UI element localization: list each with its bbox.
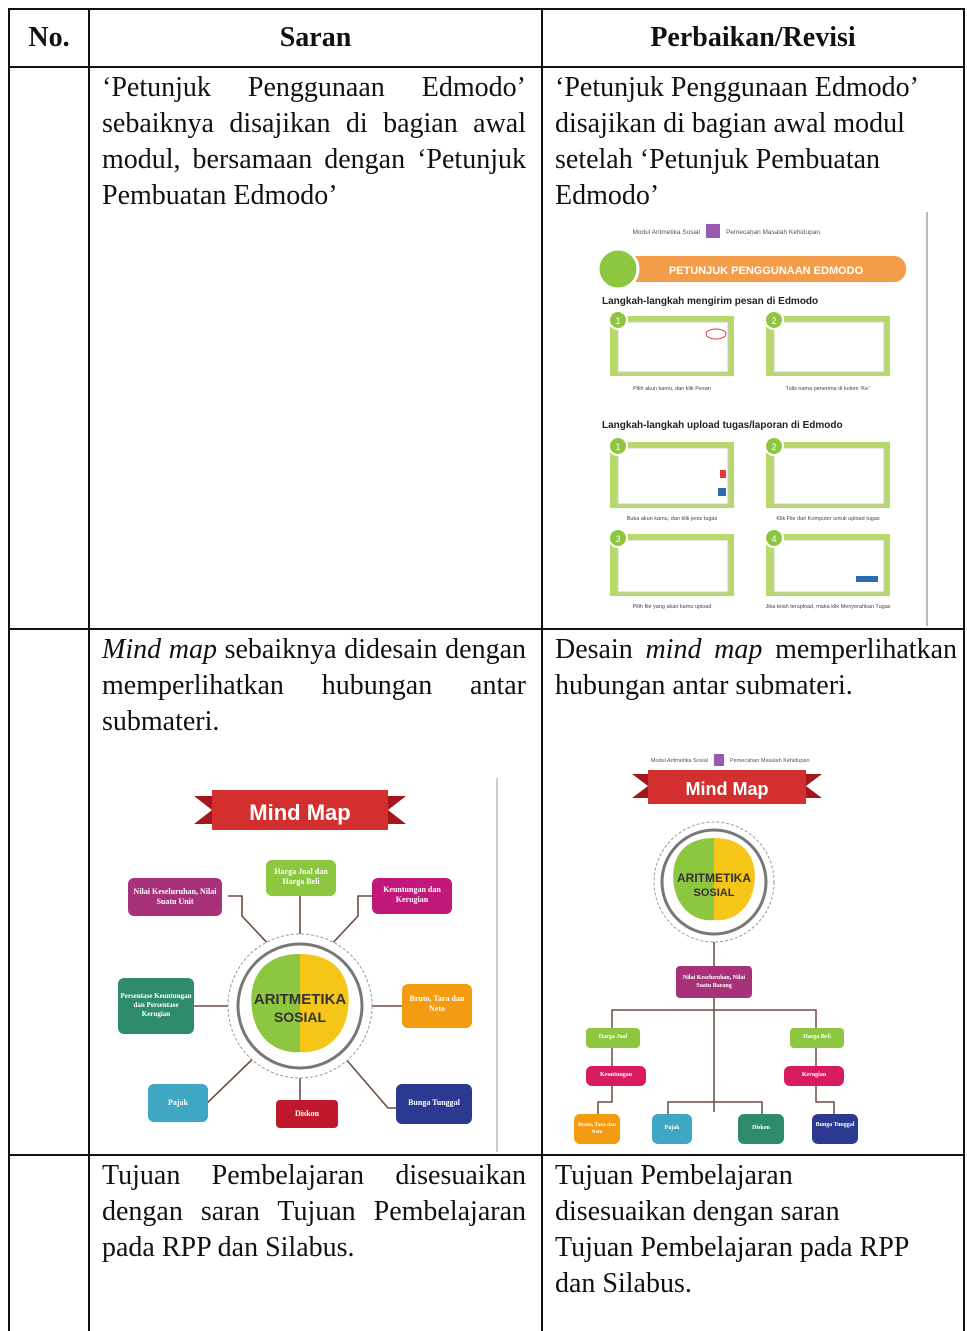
mindmap-header-left: Modul Aritmetika Sosial xyxy=(651,758,708,764)
mind-map-node: Diskon xyxy=(276,1100,338,1128)
row2-revisi-b: memperlihatkan hubungan antar submateri. xyxy=(555,634,957,701)
step-number: 1 xyxy=(615,442,620,452)
mind-map-node: Bunga Tunggal xyxy=(396,1084,472,1124)
edmodo-banner xyxy=(616,256,906,282)
row2-revisi-emphasis: mind map xyxy=(645,634,763,665)
mind-map-node: Harga Jual xyxy=(586,1028,640,1048)
mind-map-node: Persentase Keuntungan dan Persentase Ker… xyxy=(118,978,194,1034)
row3-saran: Tujuan Pembelajaran disesuaikan dengan s… xyxy=(102,1160,526,1263)
mind-map-node: Bruto, Tara dan Neto xyxy=(402,984,472,1028)
mind-map-ribbon xyxy=(212,790,388,830)
mind-map-node: Keuntungan dan Kerugian xyxy=(372,878,452,914)
step-number: 2 xyxy=(771,442,776,452)
row2-revisi: Desain mind map memperlihatkan hubungan … xyxy=(555,632,957,704)
mind-map-node: Bruto, Tara dan Neto xyxy=(574,1114,620,1144)
banner-circle-icon xyxy=(596,247,640,291)
mind-map-node: Nilai Keseluruhan, Nilai Suatu Barang xyxy=(676,966,752,998)
step-number: 1 xyxy=(615,316,620,326)
edmodo-header-left: Modul Aritmetika Sosial xyxy=(632,229,700,236)
table-border-left xyxy=(8,8,10,1331)
table-border-top xyxy=(8,8,965,10)
row3-revisi: Tujuan Pembelajaran disesuaikan dengan s… xyxy=(555,1160,909,1299)
mindmap-header-right: Pemecahan Masalah Kehidupan xyxy=(730,758,810,764)
edmodo-caption: Jika telah terupload, maka klik Menyerah… xyxy=(765,604,890,610)
mind-map-title: Mind Map xyxy=(686,779,769,799)
row2-saran-rest: sebaiknya didesain dengan memperlihatkan… xyxy=(102,634,527,737)
mind-map-node: Kerugian xyxy=(784,1066,844,1086)
mind-map-center-line2: SOSIAL xyxy=(694,887,735,899)
row2-saran-emphasis: Mind map xyxy=(102,634,217,665)
module-badge-icon xyxy=(714,754,724,766)
mind-map-title: Mind Map xyxy=(249,800,350,825)
mind-map-ribbon xyxy=(648,770,806,804)
mind-map-before-figure: Mind Map ARITMETIKA SOSIAL Ha xyxy=(102,778,498,1152)
mind-map-node: Bunga Tunggal xyxy=(812,1114,858,1144)
row1-revisi: ‘Petunjuk Penggunaan Edmodo’ disajikan d… xyxy=(555,72,917,211)
step-number: 3 xyxy=(615,534,620,544)
module-badge-icon xyxy=(706,224,720,238)
table-column-divider xyxy=(88,8,90,1331)
row1-saran: ‘Petunjuk Penggunaan Edmodo’ sebaiknya d… xyxy=(102,72,526,211)
row2-revisi-a: Desain xyxy=(555,634,646,665)
edmodo-section2-title: Langkah-langkah upload tugas/laporan di … xyxy=(602,420,843,431)
edmodo-banner-text: PETUNJUK PENGGUNAAN EDMODO xyxy=(669,265,864,277)
edmodo-caption: Klik File dari Komputer untuk upload tug… xyxy=(776,516,880,522)
section2-screenshots: 1 2 Buka akun kamu, dan klik jenis tugas… xyxy=(608,436,891,610)
table-column-divider xyxy=(541,8,543,1331)
mind-map-before-svg: Mind Map ARITMETIKA SOSIAL Ha xyxy=(102,778,498,1152)
edmodo-guide-svg: Modul Aritmetika Sosial Pemecahan Masala… xyxy=(566,212,932,626)
mind-map-center-line1: ARITMETIKA xyxy=(677,871,751,885)
edmodo-header-right: Pemecahan Masalah Kehidupan xyxy=(726,229,820,236)
table-border-right xyxy=(963,8,965,1331)
table-header-divider xyxy=(8,66,965,68)
mind-map-node: Keuntungan xyxy=(586,1066,646,1086)
table-row-divider xyxy=(8,1154,965,1156)
step-number: 2 xyxy=(771,316,776,326)
header-no: No. xyxy=(28,22,70,53)
row2-saran: Mind map sebaiknya didesain dengan mempe… xyxy=(102,632,526,740)
edmodo-caption: Buka akun kamu, dan klik jenis tugas xyxy=(627,516,718,522)
edmodo-caption: Pilih akun kamu, dan klik Pesan xyxy=(633,386,711,392)
mind-map-node: Harga Beli xyxy=(790,1028,844,1048)
table-row-divider xyxy=(8,628,965,630)
mind-map-node: Diskon xyxy=(738,1114,784,1144)
edmodo-section1-title: Langkah-langkah mengirim pesan di Edmodo xyxy=(602,296,818,307)
mind-map-node: Harga Jual dan Harga Beli xyxy=(266,860,336,896)
header-revisi: Perbaikan/Revisi xyxy=(650,22,856,53)
mind-map-node: Nilai Keseluruhan, Nilai Suatu Unit xyxy=(128,878,222,916)
header-saran: Saran xyxy=(279,22,352,53)
mind-map-center-line1: ARITMETIKA xyxy=(254,991,347,1008)
mind-map-center-line2: SOSIAL xyxy=(274,1009,327,1025)
mind-map-node: Pajak xyxy=(652,1114,692,1144)
section1-screenshots: 1 2 Pilih akun kamu, dan klik Pesan Tuli… xyxy=(608,310,890,392)
mind-map-after-svg: Modul Aritmetika Sosial Pemecahan Masala… xyxy=(572,748,882,1152)
edmodo-caption: Tulis nama penerima di kolom 'Ke:' xyxy=(785,386,870,392)
mind-map-after-figure: Modul Aritmetika Sosial Pemecahan Masala… xyxy=(572,748,882,1152)
edmodo-guide-figure: Modul Aritmetika Sosial Pemecahan Masala… xyxy=(566,212,932,626)
edmodo-caption: Pilih file yang akan kamu upload xyxy=(633,604,712,610)
mind-map-node: Pajak xyxy=(148,1084,208,1122)
step-number: 4 xyxy=(771,534,776,544)
